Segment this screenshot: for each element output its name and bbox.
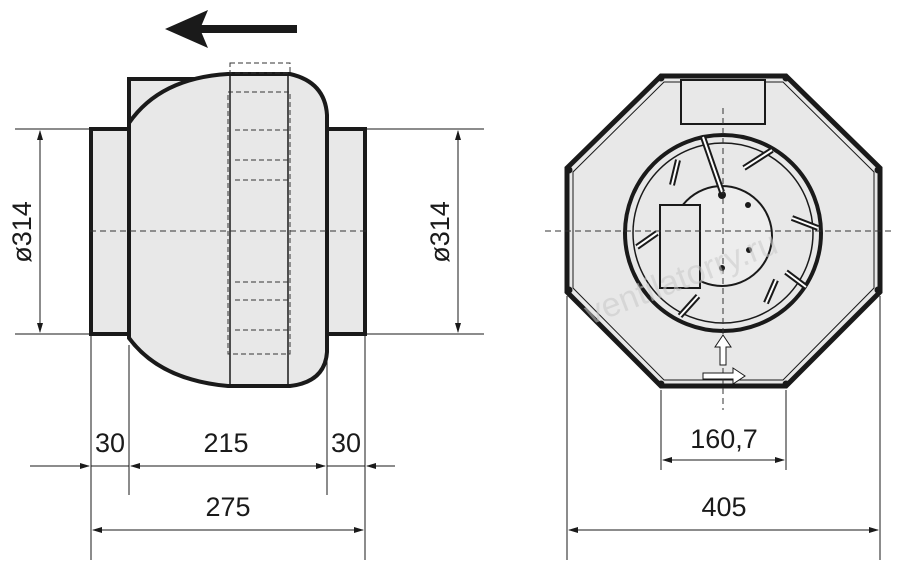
side-view: ø314 ø314 30 215 30 275 — [7, 10, 484, 560]
front-terminal-box — [680, 79, 766, 125]
airflow-arrow-icon — [165, 10, 297, 48]
side-total-label: 275 — [205, 492, 250, 522]
orientation-arrows-icon — [702, 334, 746, 385]
side-body-label: 215 — [203, 428, 248, 458]
front-view: ventilatorry.ru 160,7 405 — [545, 73, 895, 560]
side-left-collar-label: 30 — [95, 428, 125, 458]
front-base-width-label: 160,7 — [690, 424, 758, 454]
side-diameter-left-label: ø314 — [7, 201, 37, 263]
fan-body — [127, 72, 329, 388]
side-right-collar-label: 30 — [331, 428, 361, 458]
front-total-label: 405 — [701, 492, 746, 522]
side-diameter-right-label: ø314 — [425, 201, 455, 263]
